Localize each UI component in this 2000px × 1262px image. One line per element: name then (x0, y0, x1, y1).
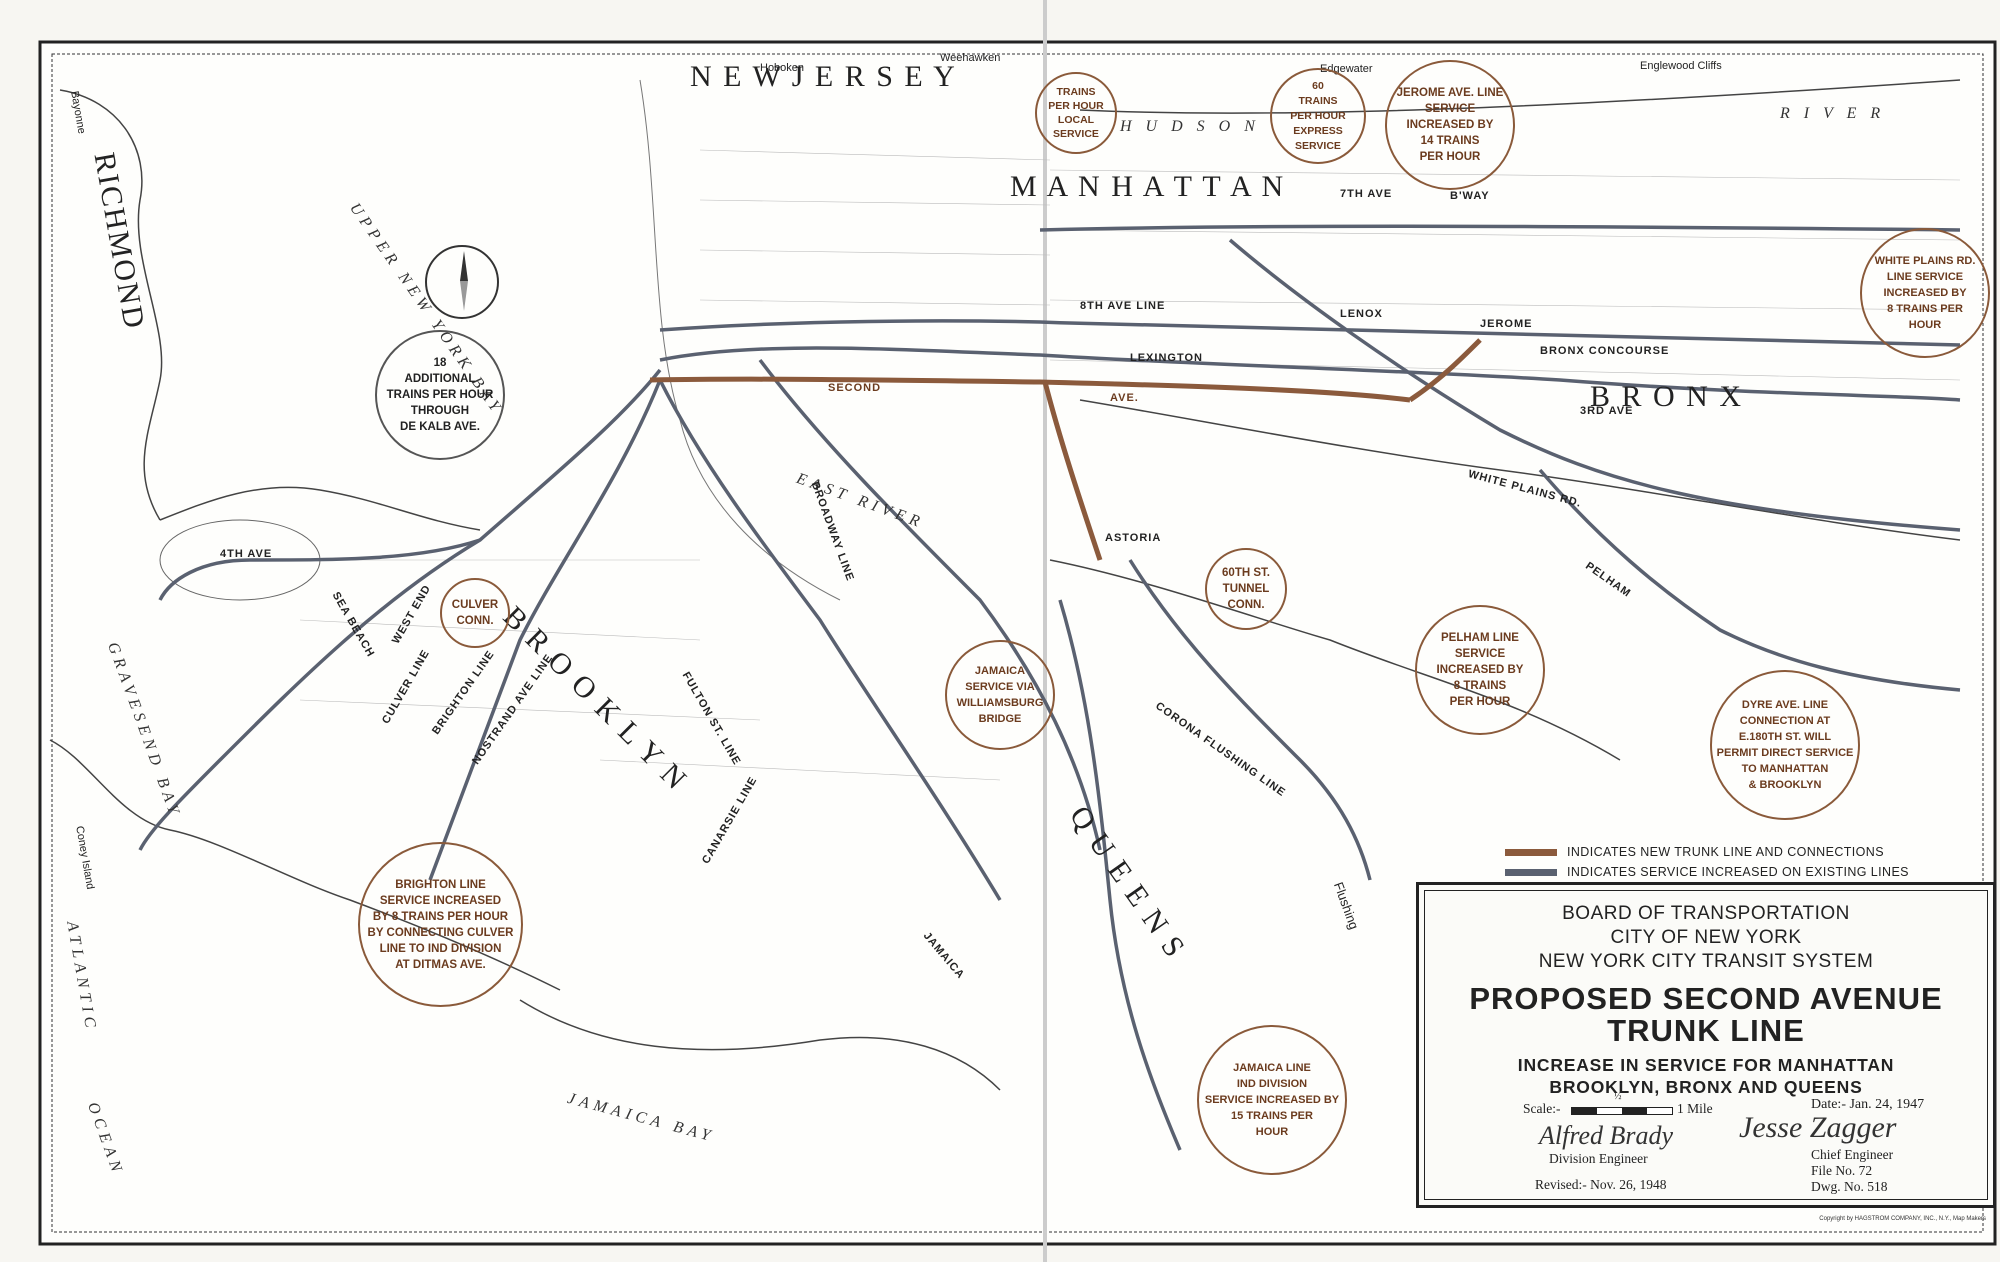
drawing-number: Dwg. No. 518 (1811, 1179, 1888, 1194)
callout-jamaica-williamsburg: JAMAICA SERVICE VIA WILLIAMSBURG BRIDGE (945, 640, 1055, 750)
scale-mile: 1 Mile (1677, 1101, 1713, 1116)
scale-label: Scale:- (1523, 1101, 1561, 1116)
label-englewood: Englewood Cliffs (1640, 60, 1722, 72)
jamaica-bay-shore (519, 999, 1001, 1091)
key-new-trunk: INDICATES NEW TRUNK LINE AND CONNECTIONS (1505, 845, 1884, 859)
label-weehawken: Weehawken (940, 52, 1001, 64)
callout-local-service: TRAINS PER HOUR LOCAL SERVICE (1035, 72, 1117, 154)
label-hoboken: Hoboken (760, 62, 805, 74)
callout-jamaica-ind: JAMAICA LINE IND DIVISION SERVICE INCREA… (1197, 1025, 1347, 1175)
map-title-line2: TRUNK LINE (1607, 1013, 1805, 1048)
file-number: File No. 72 (1811, 1163, 1873, 1178)
existing-lines (138, 224, 1961, 1151)
map-frame-inner (51, 53, 1984, 1233)
label-3rd-ave: 3RD AVE (1580, 405, 1634, 417)
label-astoria: ASTORIA (1105, 532, 1162, 544)
proposed-trunk-line (649, 338, 1482, 561)
division-engineer-signature: Alfred Brady (1539, 1121, 1674, 1150)
callout-jerome: JEROME AVE. LINE SERVICE INCREASED BY 14… (1385, 60, 1515, 190)
division-engineer-title: Division Engineer (1549, 1151, 1648, 1166)
label-lexington: LEXINGTON (1130, 352, 1203, 364)
label-4th-ave: 4TH AVE (220, 548, 273, 560)
label-manhattan: M A N H A T T A N (1010, 170, 1286, 203)
callout-white-plains: WHITE PLAINS RD. LINE SERVICE INCREASED … (1860, 228, 1990, 358)
callout-culver-conn: CULVER CONN. (440, 578, 510, 648)
bay-ridge-shore (159, 486, 481, 531)
label-bronx: B R O N X (1590, 380, 1744, 413)
callout-brighton: BRIGHTON LINE SERVICE INCREASED BY 8 TRA… (358, 842, 523, 1007)
map-subtitle-line1: INCREASE IN SERVICE FOR MANHATTAN (1517, 1055, 1895, 1075)
callout-dyre-ave: DYRE AVE. LINE CONNECTION AT E.180TH ST.… (1710, 670, 1860, 820)
scale-half: ½ (1614, 1091, 1622, 1102)
title-block: BOARD OF TRANSPORTATION CITY OF NEW YORK… (1416, 882, 1996, 1208)
label-8th-ave-line: 8TH AVE LINE (1080, 300, 1166, 312)
east-river-shore (1079, 399, 1961, 541)
callout-dekalb: 18 ADDITIONAL TRAINS PER HOUR THROUGH DE… (375, 330, 505, 460)
key-new-trunk-swatch (1505, 848, 1557, 856)
key-service-label: INDICATES SERVICE INCREASED ON EXISTING … (1567, 865, 1909, 879)
city-name: CITY OF NEW YORK (1610, 927, 1802, 948)
label-ave: AVE. (1110, 392, 1139, 404)
label-bway: B'WAY (1450, 190, 1490, 202)
key-service-increase: INDICATES SERVICE INCREASED ON EXISTING … (1505, 865, 1909, 879)
label-jerome: JEROME (1480, 318, 1533, 330)
label-new-jersey: N E W J E R S E Y (690, 60, 957, 93)
callout-60th-st: 60TH ST. TUNNEL CONN. (1205, 548, 1287, 630)
revised-date: Revised:- Nov. 26, 1948 (1535, 1177, 1667, 1192)
map-title-line1: PROPOSED SECOND AVENUE (1469, 981, 1943, 1016)
key-new-trunk-label: INDICATES NEW TRUNK LINE AND CONNECTIONS (1567, 845, 1884, 859)
label-lenox: LENOX (1340, 308, 1383, 320)
callout-express-service: 60 TRAINS PER HOUR EXPRESS SERVICE (1270, 68, 1366, 164)
chief-engineer-title: Chief Engineer (1811, 1147, 1894, 1162)
label-concourse: BRONX CONCOURSE (1540, 345, 1670, 357)
label-7th-ave: 7TH AVE (1340, 188, 1393, 200)
compass-rose-icon (425, 245, 499, 319)
label-hudson: H U D S O N (1120, 118, 1260, 135)
label-river: R I V E R (1780, 105, 1886, 122)
system-name: NEW YORK CITY TRANSIT SYSTEM (1538, 951, 1874, 972)
date: Date:- Jan. 24, 1947 (1811, 1097, 1925, 1112)
scale-bar (1571, 1107, 1673, 1115)
jersey-shore (59, 89, 163, 521)
chief-engineer-signature: Jesse Zagger (1739, 1111, 1897, 1144)
key-service-swatch (1505, 868, 1557, 876)
callout-pelham: PELHAM LINE SERVICE INCREASED BY 8 TRAIN… (1415, 605, 1545, 735)
map-subtitle-line2: BROOKLYN, BRONX AND QUEENS (1549, 1077, 1863, 1097)
copyright-credit: Copyright by HAGSTROM COMPANY, INC., N.Y… (1819, 1216, 1986, 1222)
label-second: SECOND (828, 382, 882, 394)
agency-name: BOARD OF TRANSPORTATION (1562, 903, 1850, 924)
